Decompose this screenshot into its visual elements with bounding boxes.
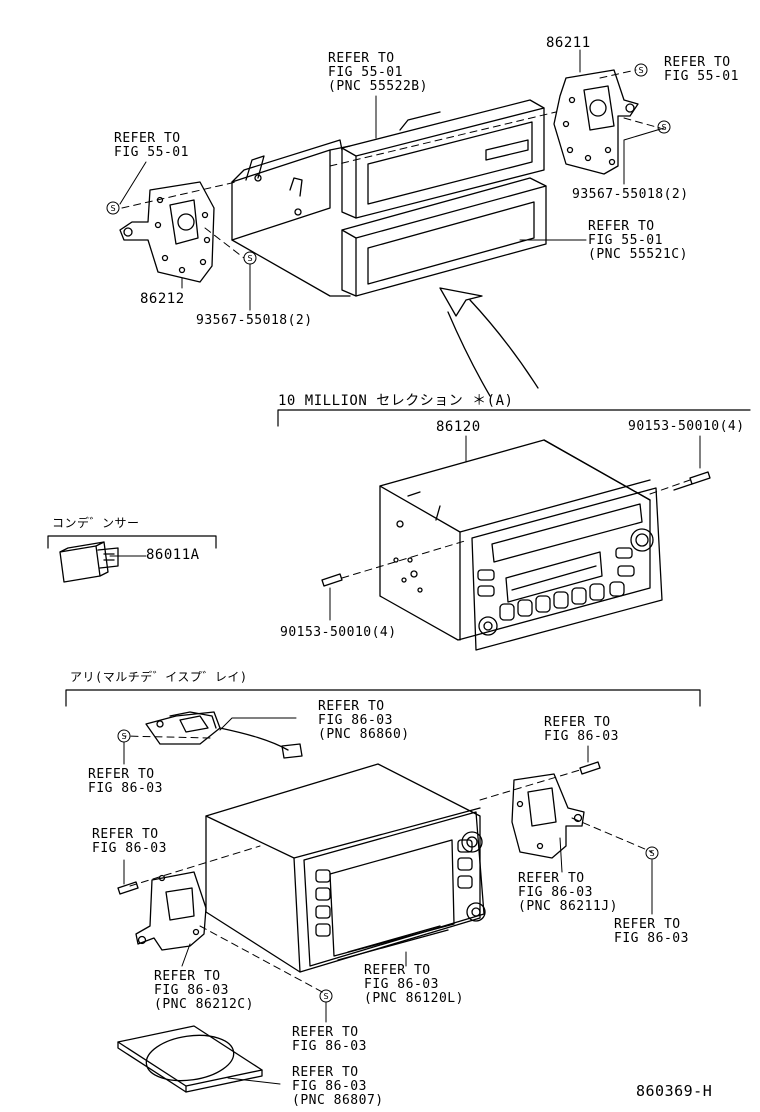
part-number-86120: 86120 [436, 419, 481, 435]
part-number-86011A: 86011A [146, 547, 200, 563]
callout-label: REFER TO FIG 86-03 [292, 1025, 367, 1054]
part-number-label: 93567-55018(2) [572, 187, 689, 202]
part-number-label: 90153-50010(4) [280, 625, 397, 640]
bottom-screws [117, 761, 601, 895]
callout-label: REFER TO FIG 86-03 [88, 767, 163, 796]
section-brackets [47, 409, 751, 707]
callout-label: REFER TO FIG 55-01 (PNC 55522B) [328, 51, 428, 94]
bracket-86212-left [119, 181, 215, 283]
part-number-label: 93567-55018(2) [196, 313, 313, 328]
callout-label: REFER TO FIG 55-01 [664, 55, 739, 84]
screw-letter: S [649, 849, 654, 858]
condenser-86011A [59, 541, 119, 583]
callout-label: REFER TO FIG 86-03 [544, 715, 619, 744]
callout-label: REFER TO FIG 86-03 (PNC 86211J) [518, 871, 618, 914]
bracket-86212C [135, 871, 207, 951]
screw-symbol-icon [319, 989, 333, 1003]
bracket-86211J [511, 773, 585, 859]
bottom-dashed-guides [123, 735, 653, 995]
callout-label: REFER TO FIG 86-03 (PNC 86807) [292, 1065, 384, 1108]
screw-symbols [106, 63, 671, 1003]
part-number-86211: 86211 [546, 35, 591, 51]
screw-symbol-icon [645, 846, 659, 860]
callout-label: REFER TO FIG 55-01 (PNC 55521C) [588, 219, 688, 262]
screw-symbol-letters: S S S S S S S [110, 66, 666, 1001]
unit-screws [321, 471, 711, 587]
screw-symbol-icon [243, 251, 257, 265]
screw-symbol-icon [117, 729, 131, 743]
lower-pocket-55521C [341, 177, 547, 297]
screw-letter: S [638, 66, 643, 75]
upper-pocket-55522B [341, 99, 545, 219]
screw-letter: S [121, 732, 126, 741]
screw-letter: S [661, 123, 666, 132]
screw-symbol-icon [657, 120, 671, 134]
callout-label: REFER TO FIG 55-01 [114, 131, 189, 160]
section-title-top-variant: 10 MILLION セレクション ＊(A) [278, 393, 514, 409]
part-number-86212: 86212 [140, 291, 185, 307]
screw-letter: S [110, 204, 115, 213]
multi-display-unit [205, 763, 486, 973]
callout-label: REFER TO FIG 86-03 [614, 917, 689, 946]
callout-label: REFER TO FIG 86-03 (PNC 86120L) [364, 963, 464, 1006]
callout-label: REFER TO FIG 86-03 [92, 827, 167, 856]
bracket-86211-right [553, 69, 639, 175]
top-leader-lines [119, 49, 665, 311]
callout-label: REFER TO FIG 86-03 (PNC 86860) [318, 699, 410, 742]
middle-dashed-guides [341, 479, 691, 579]
gps-antenna-86860 [145, 711, 303, 759]
screw-symbol-icon [634, 63, 648, 77]
bottom-leader-lines [123, 717, 653, 1085]
section-title-display-variant: アリ(マルチデ゛イスプ゛レイ) [70, 670, 248, 684]
audio-head-unit-86120 [379, 439, 663, 651]
assembly-arrow [439, 287, 539, 397]
screw-letter: S [247, 254, 252, 263]
callout-label: REFER TO FIG 86-03 (PNC 86212C) [154, 969, 254, 1012]
middle-leader-lines [109, 435, 701, 621]
section-title-condenser: コンデ゛ンサー [52, 516, 140, 530]
part-number-label: 90153-50010(4) [628, 419, 745, 434]
top-dashed-guides [121, 69, 661, 259]
screw-letter: S [323, 992, 328, 1001]
drawing-number: 860369-H [636, 1082, 713, 1100]
cd-tray-86807 [117, 1025, 263, 1093]
radio-mounting-frame [231, 139, 351, 297]
screw-symbol-icon [106, 201, 120, 215]
